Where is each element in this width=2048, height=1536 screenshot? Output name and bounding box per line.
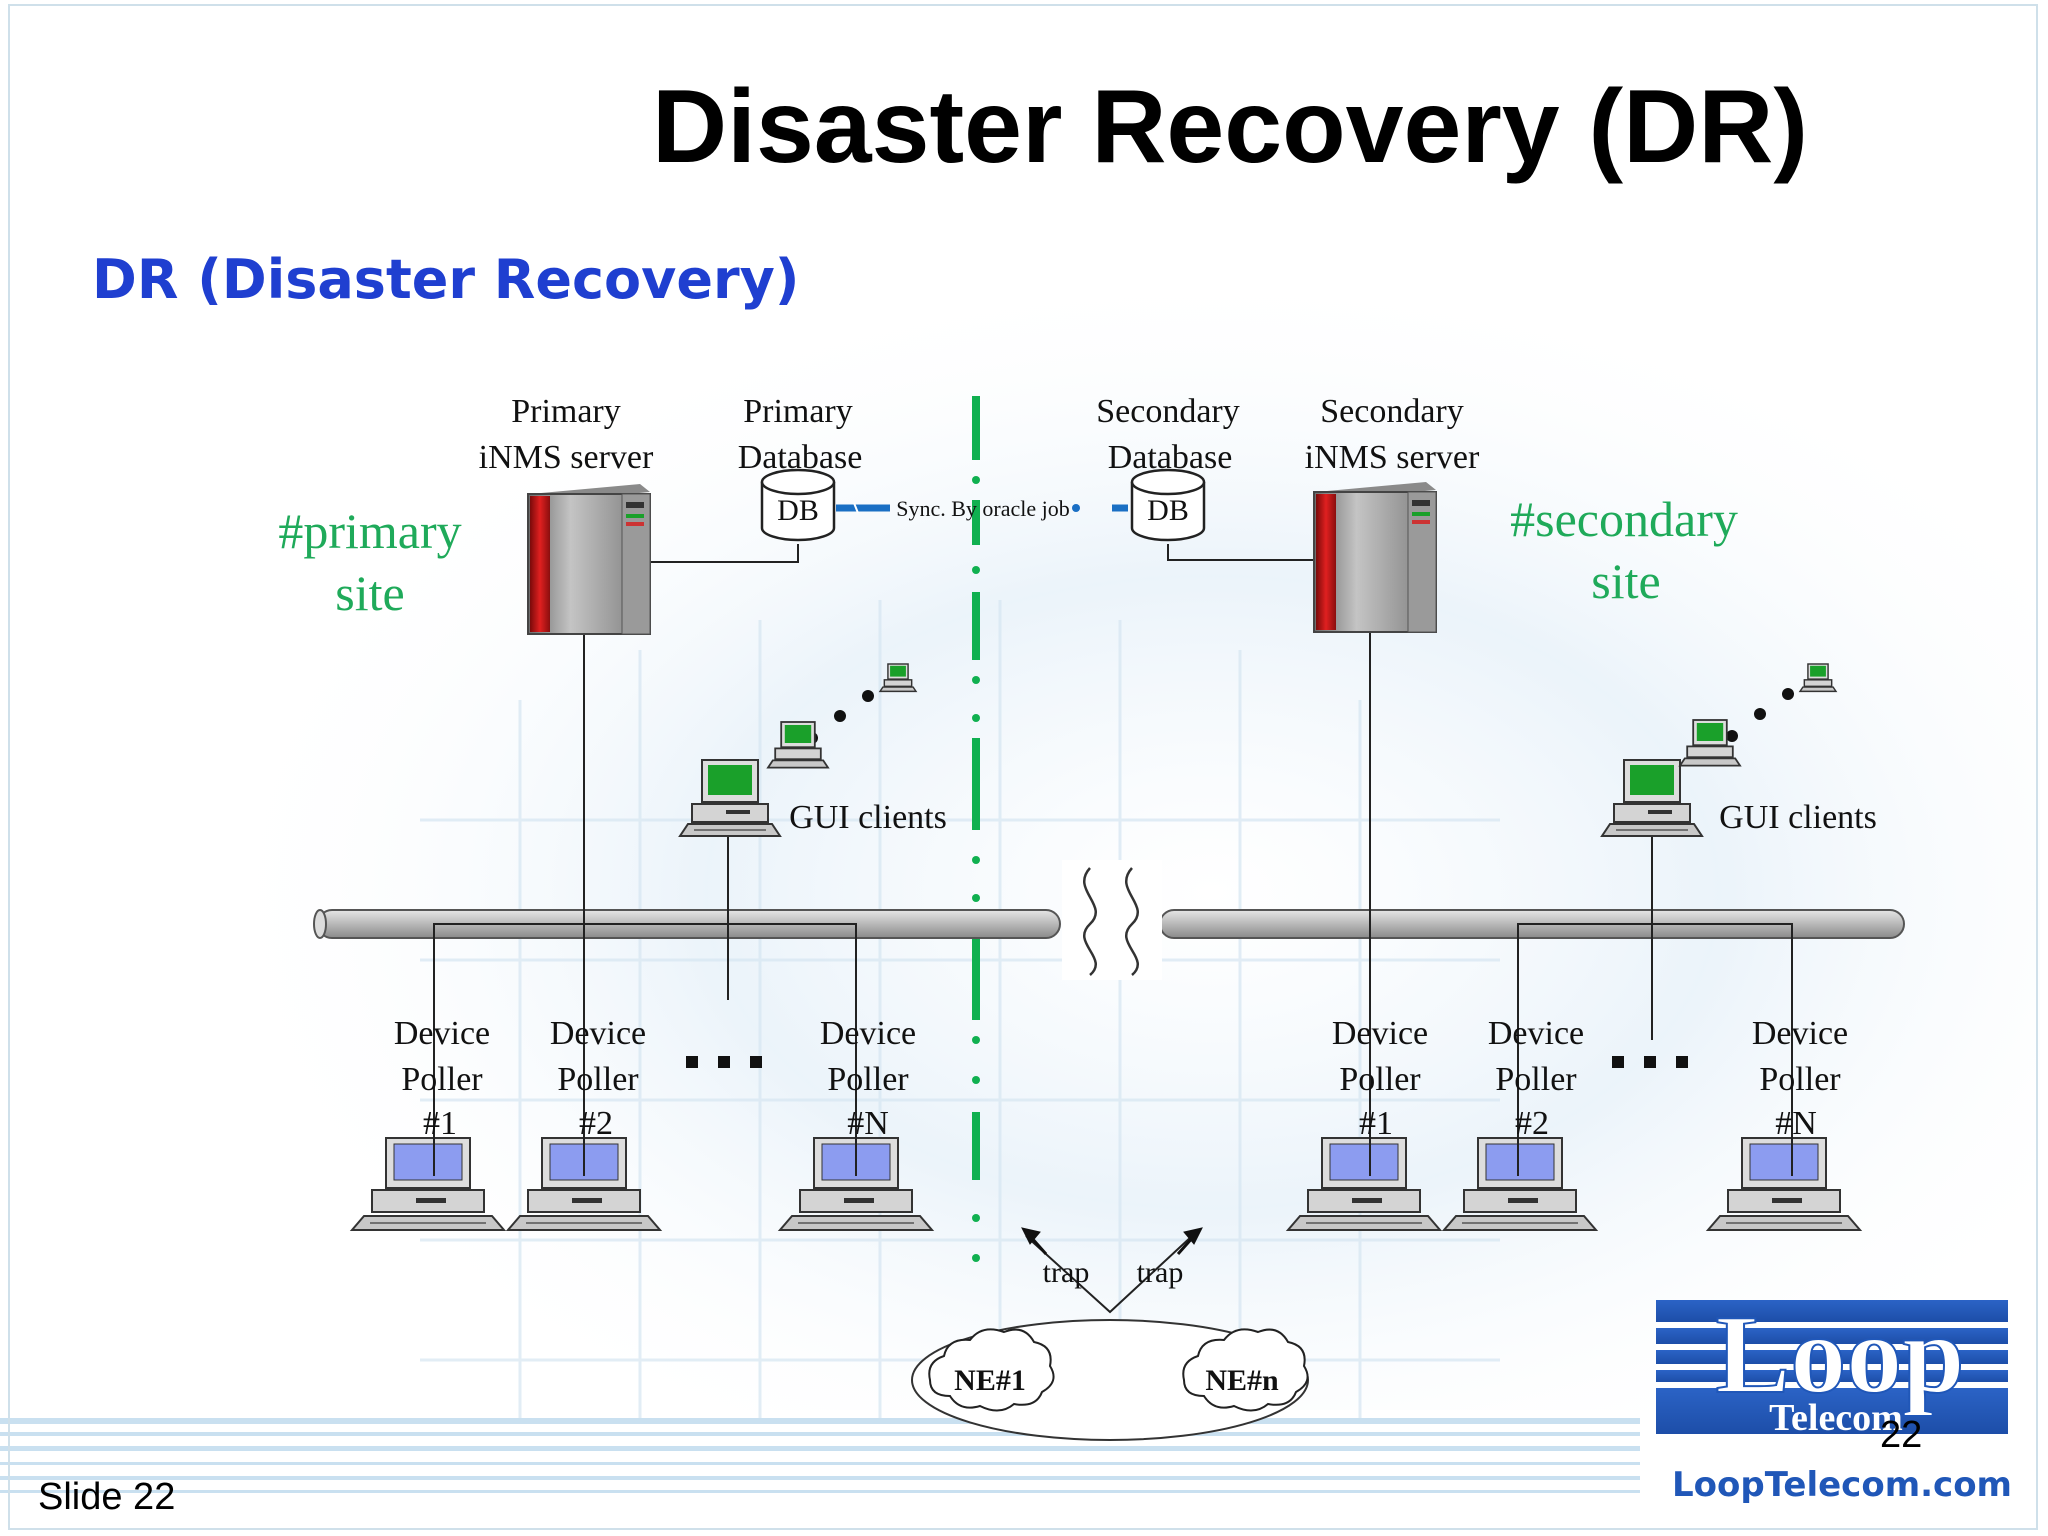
sync-link xyxy=(836,502,1128,514)
poller-primary-2-l1: Device xyxy=(550,1015,646,1052)
sync-label: Sync. By oracle job xyxy=(896,496,1070,521)
secondary-server-label-2: iNMS server xyxy=(1305,439,1480,476)
poller-secondary-1-l3: #1 xyxy=(1359,1105,1393,1142)
poller-icons xyxy=(349,1137,1863,1231)
secondary-gui-clients-label: GUI clients xyxy=(1719,799,1877,836)
cloud-icon xyxy=(1182,1328,1309,1412)
poller-primary-2-l2: Poller xyxy=(557,1061,639,1098)
poller-secondary-n-l3: #N xyxy=(1775,1105,1817,1142)
poller-secondary-n-icon xyxy=(1705,1137,1863,1231)
secondary-server-label-1: Secondary xyxy=(1320,393,1464,430)
poller-secondary-1-l2: Poller xyxy=(1339,1061,1421,1098)
labels: Primary iNMS server Primary Database DB … xyxy=(278,393,1876,1397)
primary-server-label-1: Primary xyxy=(511,393,621,430)
poller-primary-1-l1: Device xyxy=(394,1015,490,1052)
poller-secondary-n-l2: Poller xyxy=(1759,1061,1841,1098)
slide-title: Disaster Recovery (DR) xyxy=(651,69,1809,185)
slide-subtitle: DR (Disaster Recovery) xyxy=(92,248,800,311)
secondary-db-label-2: Database xyxy=(1108,439,1233,476)
primary-gui-clients-label: GUI clients xyxy=(789,799,947,836)
poller-secondary-2-l1: Device xyxy=(1488,1015,1584,1052)
poller-primary-n-l1: Device xyxy=(820,1015,916,1052)
gui-client-secondary-tiny-icon xyxy=(1798,663,1838,693)
poller-primary-n-l2: Poller xyxy=(827,1061,909,1098)
trap-label-left: trap xyxy=(1043,1256,1090,1289)
poller-secondary-1-l1: Device xyxy=(1332,1015,1428,1052)
secondary-database-icon xyxy=(1130,468,1206,542)
trap-arrows xyxy=(1021,1227,1203,1255)
gui-client-primary-tiny-icon xyxy=(878,663,918,693)
poller-secondary-n-l1: Device xyxy=(1752,1015,1848,1052)
secondary-db-label-1: Secondary xyxy=(1096,393,1240,430)
poller-primary-n-l3: #N xyxy=(847,1105,889,1142)
cloud-icon xyxy=(928,1328,1055,1412)
primary-db-label-2: Database xyxy=(738,439,863,476)
secondary-db-text: DB xyxy=(1147,494,1189,527)
poller-primary-2-icon xyxy=(505,1137,663,1231)
gui-client-secondary-icon xyxy=(1600,759,1704,837)
poller-secondary-2-icon xyxy=(1441,1137,1599,1231)
poller-secondary-1-icon xyxy=(1285,1137,1443,1231)
logo-main: Loop xyxy=(1716,1293,1965,1417)
primary-database-icon xyxy=(760,468,836,542)
logo-url: LoopTelecom.com xyxy=(1672,1465,2012,1505)
primary-db-text: DB xyxy=(777,494,819,527)
trap-label-right: trap xyxy=(1137,1256,1184,1289)
poller-primary-1-l3: #1 xyxy=(423,1105,457,1142)
poller-primary-1-icon xyxy=(349,1137,507,1231)
secondary-site-label-2: site xyxy=(1591,553,1660,609)
poller-primary-2-l3: #2 xyxy=(579,1105,613,1142)
page-number: 22 xyxy=(1880,1414,1923,1456)
gui-client-secondary-small-icon xyxy=(1678,719,1742,767)
primary-site-label-2: site xyxy=(335,565,404,621)
ne-1-label: NE#1 xyxy=(954,1364,1026,1397)
primary-db-label-1: Primary xyxy=(743,393,853,430)
ne-n-label: NE#n xyxy=(1205,1364,1279,1397)
logo-sub: Telecom xyxy=(1769,1397,1903,1439)
poller-secondary-2-l3: #2 xyxy=(1515,1105,1549,1142)
site-divider xyxy=(972,396,980,1262)
secondary-site-label-1: #secondary xyxy=(1510,491,1738,547)
loop-telecom-logo: Loop Telecom LoopTelecom.com xyxy=(1656,1292,2012,1505)
network-elements-cloud xyxy=(911,1319,1309,1441)
slide-label: Slide 22 xyxy=(38,1476,176,1518)
poller-primary-1-l2: Poller xyxy=(401,1061,483,1098)
primary-server-label-2: iNMS server xyxy=(479,439,654,476)
gui-client-primary-icon xyxy=(678,759,782,837)
primary-site-label-1: #primary xyxy=(278,503,461,559)
poller-secondary-2-l2: Poller xyxy=(1495,1061,1577,1098)
gui-client-primary-small-icon xyxy=(766,721,830,769)
secondary-server-icon xyxy=(1313,482,1437,633)
primary-server-icon xyxy=(527,484,651,635)
